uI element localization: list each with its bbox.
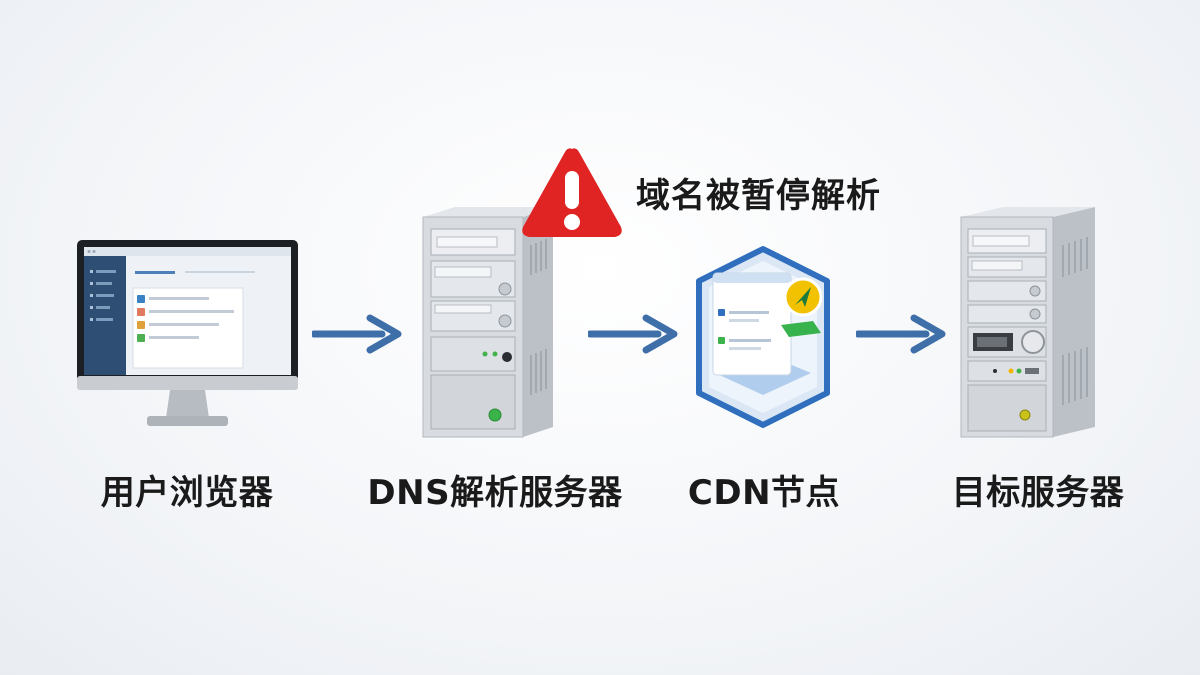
cdn-cube-icon [696,246,830,428]
arrow-right-icon [588,312,680,356]
server-tower-icon [422,207,553,438]
user-browser-node [75,238,300,433]
dns-server-node [415,205,565,440]
cdn-node [693,245,833,430]
warning-triangle-icon [518,143,626,241]
node-label-target: 目标服务器 [951,473,1125,513]
warning-text: 域名被暂停解析 [636,176,881,216]
arrow-right-icon [856,312,948,356]
node-label-dns: DNS解析服务器 [367,473,623,513]
monitor-icon [77,240,298,426]
node-label-cdn: CDN节点 [687,473,841,513]
node-label-browser: 用户浏览器 [100,473,274,513]
server-tower-icon [960,207,1095,438]
target-server-node [955,205,1105,440]
arrow-right-icon [312,312,404,356]
